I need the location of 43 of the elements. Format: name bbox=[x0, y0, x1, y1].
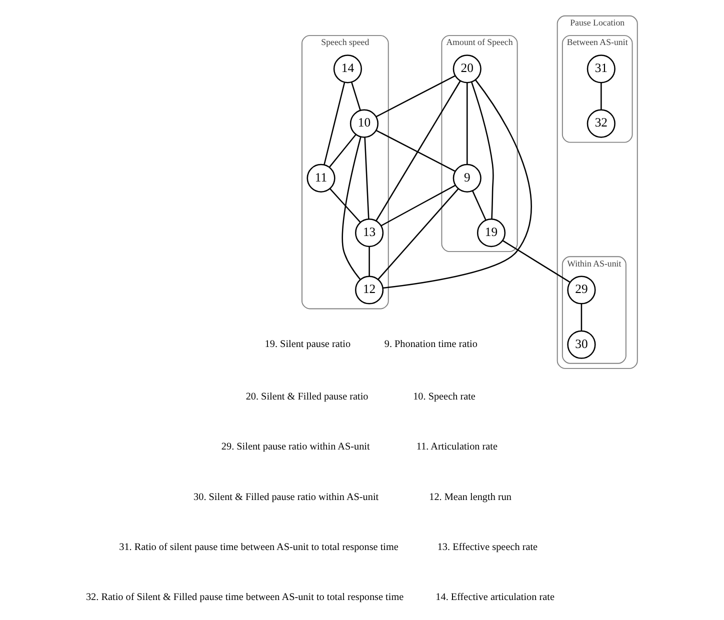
connector bbox=[380, 184, 456, 226]
connector bbox=[376, 130, 456, 172]
connector bbox=[368, 246, 370, 276]
label: 12. Mean length run bbox=[429, 492, 512, 503]
node-circle: 29 bbox=[567, 276, 596, 304]
connector bbox=[324, 82, 346, 165]
node-circle: 19 bbox=[476, 218, 506, 248]
label: 13. Effective speech rate bbox=[437, 542, 538, 553]
node-circle: 12 bbox=[355, 276, 384, 304]
label: 30. Silent & Filled pause ratio within AS-unit bbox=[194, 492, 379, 503]
label: 20. Silent & Filled pause ratio bbox=[246, 391, 368, 402]
connector bbox=[364, 137, 370, 220]
connector bbox=[600, 82, 602, 110]
node-circle: 20 bbox=[452, 54, 482, 84]
label: 10. Speech rate bbox=[413, 391, 476, 402]
connector bbox=[376, 80, 461, 222]
label: 9. Phonation time ratio bbox=[384, 339, 478, 350]
node-circle: 11 bbox=[306, 164, 336, 192]
connector bbox=[470, 82, 494, 220]
node-circle: 10 bbox=[350, 109, 379, 138]
connector bbox=[329, 188, 361, 223]
node-circle: 32 bbox=[586, 109, 616, 138]
node-circle: 14 bbox=[333, 54, 362, 84]
connector bbox=[378, 188, 459, 280]
connector bbox=[328, 134, 356, 168]
node-circle: 9 bbox=[452, 164, 482, 192]
label: 19. Silent pause ratio bbox=[264, 339, 351, 350]
label: 14. Effective articulation rate bbox=[436, 592, 554, 604]
connector bbox=[502, 240, 570, 283]
connector bbox=[382, 79, 532, 289]
connector bbox=[376, 75, 456, 118]
connector bbox=[580, 304, 582, 331]
label: 11. Articulation rate bbox=[416, 442, 498, 453]
connector bbox=[472, 190, 486, 220]
label: 31. Ratio of silent pause time between AS-unit to total response time bbox=[119, 542, 398, 553]
node-circle: 30 bbox=[567, 330, 596, 359]
connector bbox=[466, 82, 468, 164]
connector bbox=[351, 82, 361, 111]
node-circle: 13 bbox=[355, 218, 384, 248]
label: 29. Silent pause ratio within AS-unit bbox=[221, 442, 370, 453]
label: 32. Ratio of Silent & Filled pause time between AS-unit to total response time bbox=[86, 592, 404, 604]
node-circle: 31 bbox=[586, 54, 616, 84]
connector bbox=[342, 136, 362, 280]
